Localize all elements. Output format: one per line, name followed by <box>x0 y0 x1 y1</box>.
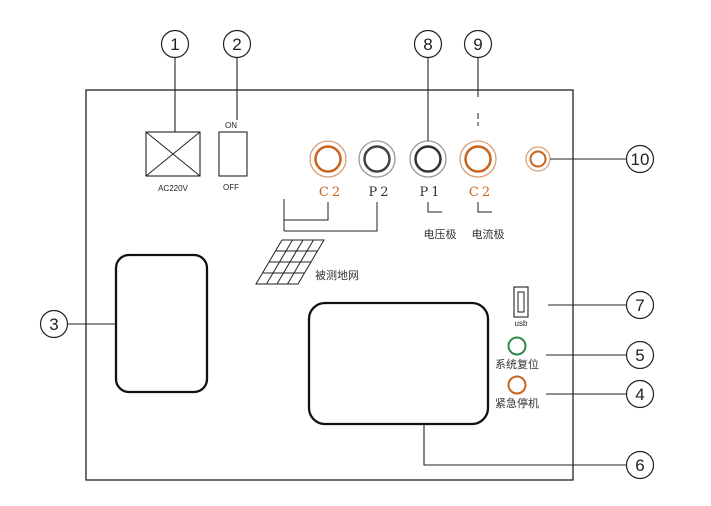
ground-grid-label: 被测地网 <box>315 269 359 282</box>
callout-6: 6 <box>635 456 644 475</box>
power-socket-cross-b <box>145 131 201 177</box>
callout-4: 4 <box>635 385 644 404</box>
emergency-stop-label: 紧急停机 <box>495 396 539 410</box>
device-panel <box>85 89 574 481</box>
current-electrode-label: 电流极 <box>472 227 505 241</box>
c2-wire <box>284 202 329 221</box>
voltage-electrode-label: 电压极 <box>424 227 457 241</box>
callout-7: 7 <box>635 296 644 315</box>
callout-5: 5 <box>635 346 644 365</box>
callout-4-circle <box>625 379 655 409</box>
callout-7-circle <box>625 290 655 320</box>
ground-grid-icon <box>255 239 325 285</box>
jack-c2-left <box>309 140 347 178</box>
reset-button <box>507 336 527 356</box>
power-label: AC220V <box>158 184 188 193</box>
switch-on-label: ON <box>225 121 237 130</box>
emergency-stop-button <box>507 375 527 395</box>
callout-6-circle <box>625 450 655 480</box>
printer-module <box>307 301 490 426</box>
jack-c2-left-label: C2 <box>319 185 343 200</box>
jack-p2-label: P2 <box>368 185 391 200</box>
usb-port-slot <box>517 291 525 313</box>
current-lead <box>477 202 492 213</box>
switch-off-label: OFF <box>223 183 239 192</box>
jack-p2 <box>358 140 396 178</box>
jack-p1-label: P1 <box>419 185 442 200</box>
jack-c2-right <box>459 140 497 178</box>
callout-5-circle <box>625 340 655 370</box>
jack-c2-right-label: C2 <box>469 185 493 200</box>
callout-3-circle <box>39 309 69 339</box>
ground-terminal <box>525 146 551 172</box>
callout-1: 1 <box>170 35 179 54</box>
usb-label: usb <box>515 319 528 328</box>
p2-wire <box>284 202 378 232</box>
lcd-display <box>114 253 209 394</box>
callout-2: 2 <box>232 35 241 54</box>
callout-8: 8 <box>423 35 432 54</box>
voltage-lead <box>427 202 442 213</box>
callout-10: 10 <box>631 150 650 169</box>
jack-p1 <box>409 140 447 178</box>
callout-10-circle <box>625 144 655 174</box>
callout-6-leader <box>423 424 626 466</box>
reset-label: 系统复位 <box>495 357 539 371</box>
callout-3: 3 <box>49 315 58 334</box>
callout-9: 9 <box>473 35 482 54</box>
power-switch <box>218 131 248 177</box>
